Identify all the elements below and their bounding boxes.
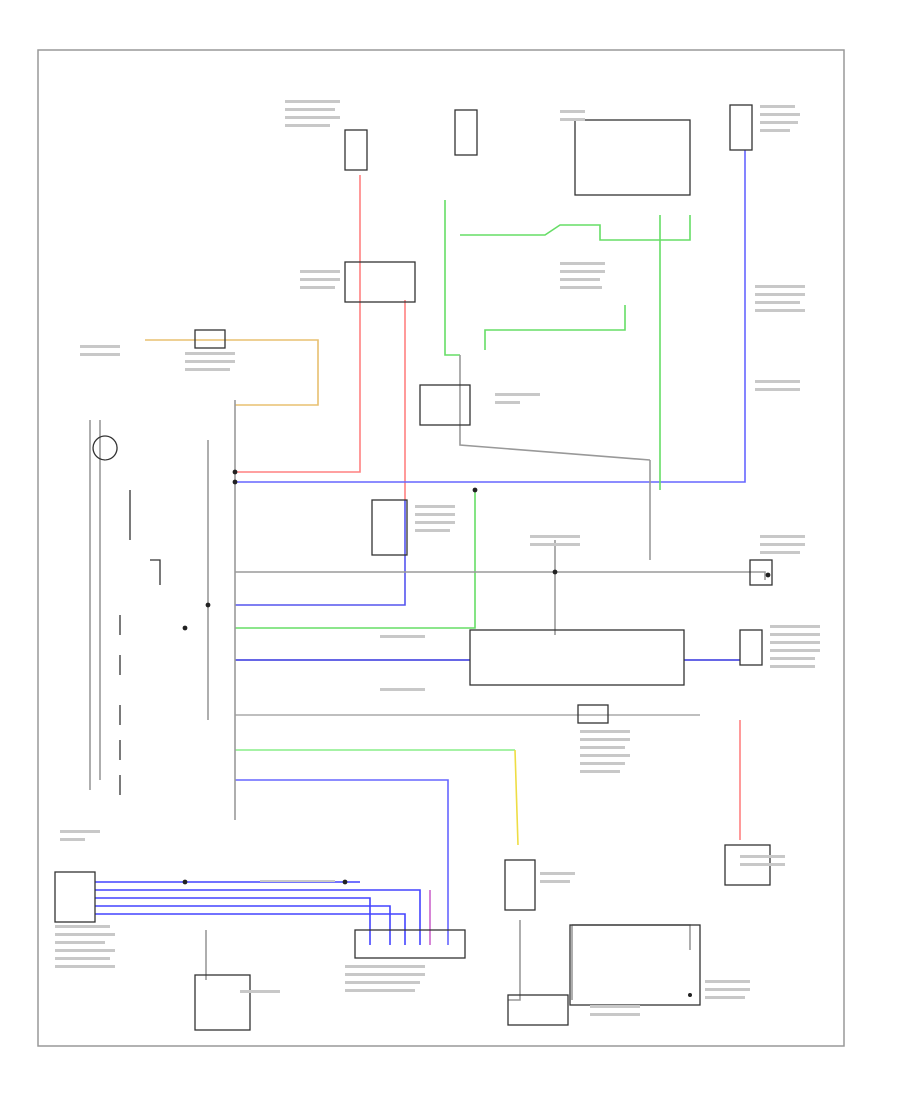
meter-switches <box>92 435 161 795</box>
hazard-module <box>371 499 408 556</box>
wire-green-switchbank <box>460 215 691 241</box>
lamp-right-mid <box>739 629 763 666</box>
fuse-top-center <box>454 109 478 156</box>
lamp-right-top <box>749 559 773 586</box>
connector-bottom-mid <box>507 994 569 1026</box>
harness-bottom-left <box>95 881 431 945</box>
wire-green-row5 <box>235 490 476 629</box>
wire-gray-bottom-1 <box>508 920 521 1001</box>
connector-left-harness <box>54 871 96 923</box>
splice-points <box>182 469 771 997</box>
diagram-frame <box>37 49 845 1047</box>
wire-yellow <box>514 749 519 846</box>
wire-blue-row4 <box>235 500 406 606</box>
wires <box>89 150 766 1001</box>
switch-relay-top <box>574 119 691 196</box>
wire-gray-row3 <box>235 571 766 580</box>
relay-mid <box>344 261 416 303</box>
wire-orange <box>145 339 319 406</box>
junction-connector <box>577 704 609 724</box>
wire-red-main <box>235 175 361 473</box>
module-bottom-right <box>569 924 701 1006</box>
network-bus-box <box>469 629 685 686</box>
fuse-top-left <box>344 129 368 171</box>
wire-blue-ecu <box>235 779 449 945</box>
components <box>54 104 773 1031</box>
switch-bottom-left <box>194 974 251 1031</box>
brake-switch-bottom <box>504 859 536 911</box>
wire-green-mid <box>484 305 626 350</box>
wire-gray-bottom-2 <box>572 924 691 950</box>
fuse-link <box>194 329 226 349</box>
combination-switch-box <box>419 384 471 426</box>
label-marks <box>55 100 820 1016</box>
ecu-connector-block <box>354 929 466 959</box>
fuse-top-right <box>729 104 753 151</box>
wire-blue-long <box>235 150 746 483</box>
wire-green-top <box>444 200 460 356</box>
wire-gray-topcenter <box>459 355 651 461</box>
